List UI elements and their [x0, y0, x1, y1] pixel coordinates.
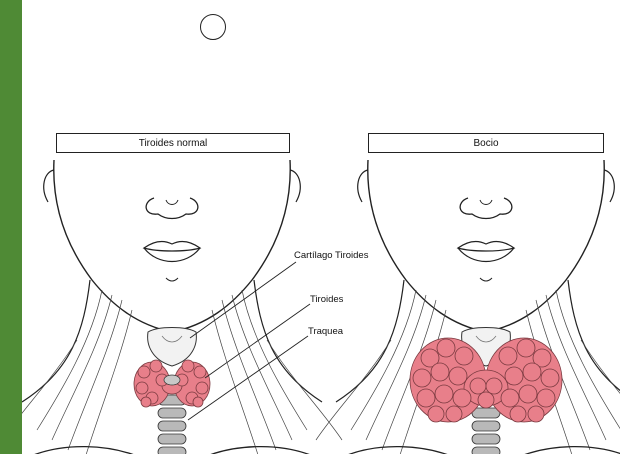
label-thyroid: Tiroides	[310, 294, 343, 305]
panel-title-goiter: Bocio	[368, 133, 604, 153]
neck-thyroid-illustration	[22, 120, 620, 454]
label-trachea: Traquea	[308, 326, 343, 337]
circle-icon	[200, 14, 226, 40]
side-accent-bar	[0, 0, 22, 454]
label-cartilage: Cartílago Tiroides	[294, 250, 368, 261]
panel-title-normal: Tiroides normal	[56, 133, 290, 153]
